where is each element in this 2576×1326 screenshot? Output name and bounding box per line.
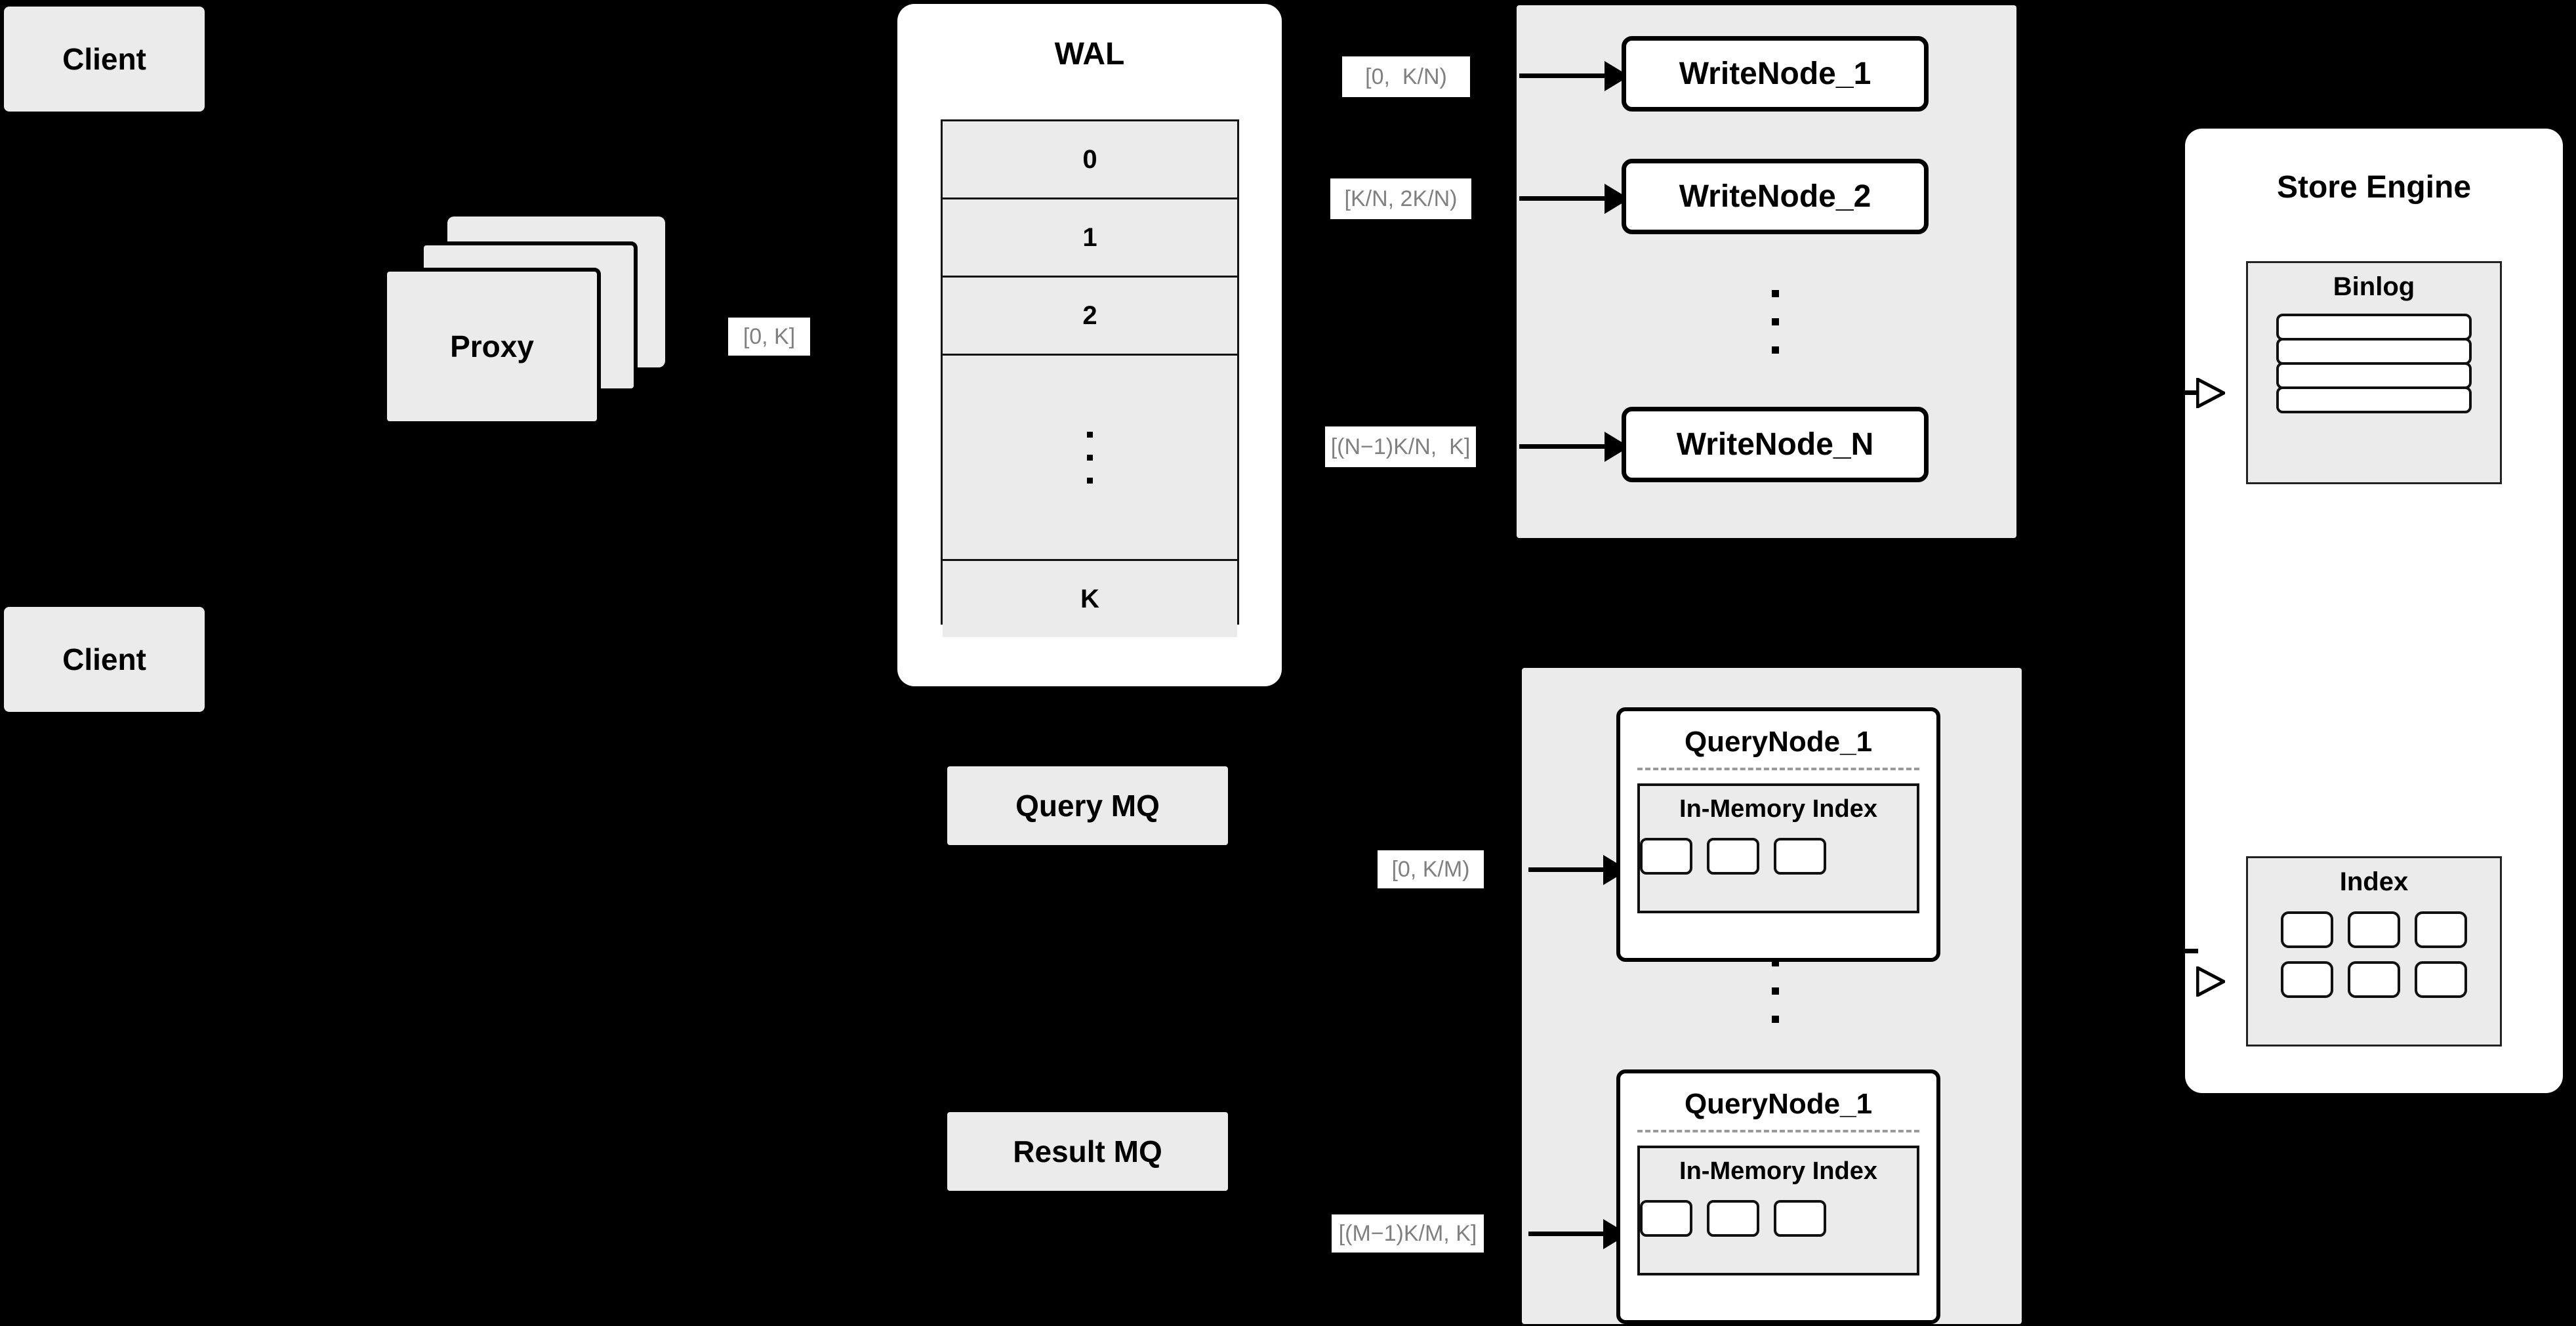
in-memory-index-cell[interactable] (1640, 838, 1692, 875)
query-node-1-title: QueryNode_1 (1684, 726, 1873, 758)
arrow-line-writenode-n (1519, 444, 1605, 449)
ellipsis-dot (1771, 346, 1779, 354)
ellipsis-dot (1771, 289, 1779, 297)
query-node-1-separator (1637, 768, 1919, 770)
in-memory-index-cell[interactable] (1707, 838, 1759, 875)
query-node-m-title: QueryNode_1 (1684, 1088, 1873, 1120)
ellipsis-dot (1771, 318, 1779, 325)
wal-row-k[interactable]: K (943, 561, 1237, 637)
index-title: Index (2339, 867, 2409, 896)
proxy-label: Proxy (450, 329, 534, 363)
index-cell[interactable] (2281, 961, 2333, 998)
proxy-box[interactable]: Proxy (383, 268, 601, 425)
in-memory-index-title-1: In-Memory Index (1679, 795, 1877, 823)
wal-row-2[interactable]: 2 (943, 278, 1237, 356)
in-memory-index-cell[interactable] (1707, 1200, 1759, 1237)
query-node-1[interactable]: QueryNode_1 In-Memory Index (1616, 707, 1940, 962)
index-panel: Index (2246, 856, 2502, 1046)
ellipsis-dot (1771, 987, 1779, 995)
binlog-row[interactable] (2276, 338, 2472, 365)
edge-label-mq-to-querynode-1: [0, K/M) (1378, 850, 1484, 888)
binlog-panel: Binlog (2246, 261, 2502, 484)
wal-title: WAL (1054, 37, 1125, 72)
write-node-1[interactable]: WriteNode_1 (1622, 36, 1929, 112)
ellipsis-dot (1771, 1015, 1779, 1023)
binlog-row[interactable] (2276, 362, 2472, 389)
query-node-m[interactable]: QueryNode_1 In-Memory Index (1616, 1069, 1940, 1324)
write-node-ellipsis (1765, 276, 1786, 367)
query-mq-box[interactable]: Query MQ (947, 766, 1228, 845)
index-cell[interactable] (2348, 911, 2400, 948)
binlog-row[interactable] (2276, 314, 2472, 341)
wal-row-1[interactable]: 1 (943, 199, 1237, 278)
arrow-line-querynode-1 (1528, 867, 1603, 872)
result-mq-label: Result MQ (1013, 1134, 1162, 1169)
arrow-line-binlog (2168, 390, 2198, 395)
wal-row-0[interactable]: 0 (943, 121, 1237, 199)
query-node-m-separator (1637, 1130, 1919, 1132)
edge-label-mq-to-querynode-m: [(M−1)K/M, K] (1332, 1214, 1484, 1253)
index-cell[interactable] (2348, 961, 2400, 998)
index-cell[interactable] (2415, 961, 2467, 998)
binlog-row[interactable] (2276, 386, 2472, 413)
in-memory-index-cell[interactable] (1774, 838, 1826, 875)
in-memory-index-title-m: In-Memory Index (1679, 1157, 1877, 1185)
client-label-2: Client (62, 642, 146, 676)
in-memory-index-cell[interactable] (1774, 1200, 1826, 1237)
query-node-ellipsis (1765, 945, 1786, 1037)
ellipsis-dot (1087, 477, 1093, 484)
client-box-2[interactable]: Client (4, 607, 205, 712)
write-node-2[interactable]: WriteNode_2 (1622, 159, 1929, 234)
edge-label-wal-to-writenode-1: [0, K/N) (1342, 56, 1470, 97)
arrow-line-writenode-2 (1519, 196, 1605, 201)
client-box-1[interactable]: Client (4, 7, 205, 112)
result-mq-box[interactable]: Result MQ (947, 1112, 1228, 1191)
arrow-line-writenode-1 (1519, 73, 1605, 78)
in-memory-index-cell[interactable] (1640, 1200, 1692, 1237)
store-engine-title: Store Engine (2276, 170, 2472, 205)
query-mq-label: Query MQ (1015, 789, 1160, 823)
ellipsis-dot (1087, 431, 1093, 438)
in-memory-index-panel-1: In-Memory Index (1637, 783, 1919, 913)
arrow-line-querynode-m (1528, 1232, 1603, 1236)
edge-label-proxy-to-wal: [0, K] (728, 318, 810, 356)
arrow-head-binlog (2196, 378, 2225, 408)
ellipsis-dot (1087, 454, 1093, 461)
arrow-line-index (2168, 949, 2198, 953)
ellipsis-dot (1771, 959, 1779, 966)
edge-label-wal-to-writenode-2: [K/N, 2K/N) (1330, 178, 1471, 219)
binlog-title: Binlog (2333, 272, 2415, 301)
in-memory-index-panel-m: In-Memory Index (1637, 1146, 1919, 1275)
client-label-1: Client (62, 42, 146, 76)
write-node-n[interactable]: WriteNode_N (1622, 407, 1929, 482)
edge-label-wal-to-writenode-n: [(N−1)K/N, K] (1325, 426, 1476, 467)
wal-row-ellipsis (943, 356, 1237, 561)
arrow-head-index (2196, 966, 2225, 997)
index-cell[interactable] (2415, 911, 2467, 948)
wal-table: 0 1 2 K (941, 119, 1239, 637)
index-cell[interactable] (2281, 911, 2333, 948)
